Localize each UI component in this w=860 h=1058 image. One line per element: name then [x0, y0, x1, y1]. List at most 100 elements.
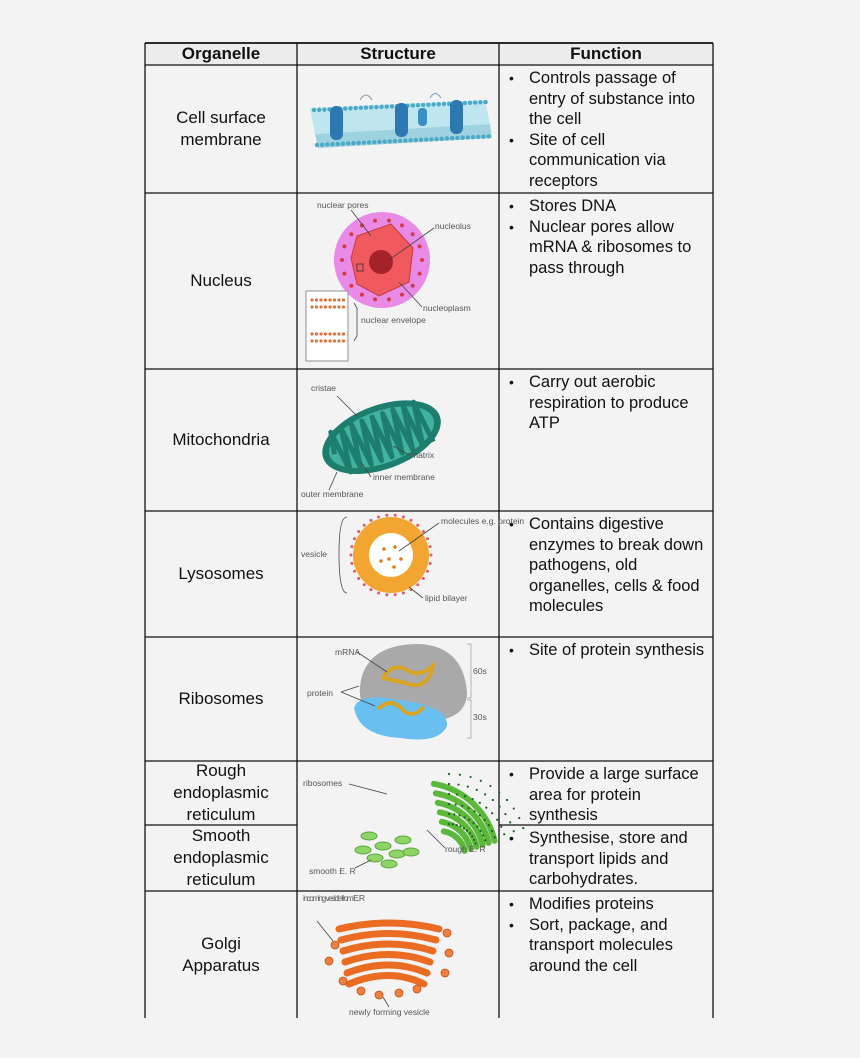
function-item: Sort, package, and transport molecules a… [499, 915, 705, 977]
ribosome-dot [491, 829, 494, 833]
cristae-shape [328, 399, 436, 475]
golgi-vesicle [442, 928, 452, 938]
rough-er-cisterna [432, 790, 492, 846]
lysosome-lumen [369, 533, 413, 577]
ribosome-dot [463, 816, 466, 819]
ribosome-dot [496, 818, 499, 821]
ribosome-dot [455, 793, 459, 796]
phospholipid-head [434, 136, 439, 142]
phospholipid-head [387, 139, 392, 144]
phospholipid-head [343, 106, 348, 111]
phospholipid-head [337, 332, 341, 336]
smooth-er-tubule [354, 845, 372, 855]
phospholipid-head [361, 140, 366, 145]
phospholipid-head [314, 332, 319, 336]
phospholipid-head [473, 100, 478, 105]
phospholipid-head [328, 298, 332, 302]
protein-dot [429, 553, 433, 557]
diagram-label: protein [307, 688, 333, 698]
function-cell: Provide a large surface area for protein… [499, 764, 705, 825]
leader-line [360, 461, 372, 478]
diagram-label: nuclear pores [317, 200, 369, 210]
ribosome-dot [500, 825, 503, 828]
function-item: Contains digestive enzymes to break down… [499, 514, 705, 617]
cell-membrane-diagram [310, 93, 492, 148]
leader-line [388, 227, 435, 261]
function-list: Modifies proteinsSort, package, and tran… [499, 894, 705, 976]
leader-line [316, 920, 334, 942]
protein-dot [362, 523, 366, 527]
phospholipid-head [418, 137, 424, 142]
ribosome-dot [485, 806, 488, 809]
phospholipid-head [366, 140, 372, 145]
phospholipid-head [353, 105, 358, 111]
function-item: Stores DNA [499, 196, 705, 217]
smooth-er-tubule [402, 847, 420, 857]
phospholipid-head [325, 142, 330, 147]
function-list: Stores DNANuclear pores allow mRNA & rib… [499, 196, 705, 278]
function-item: Nuclear pores allow mRNA & ribosomes to … [499, 217, 705, 279]
function-cell: Site of protein synthesis [499, 640, 705, 761]
protein-dot [357, 577, 361, 581]
phospholipid-head [481, 134, 486, 139]
ribosome-dot [340, 258, 344, 262]
phospholipid-head [341, 305, 346, 309]
protein-dot [377, 591, 381, 595]
function-list: Site of protein synthesis [499, 640, 705, 661]
phospholipid-head [319, 305, 323, 309]
diagram-label: nucleolus [435, 221, 471, 231]
ribosome-dot [349, 283, 354, 288]
golgi-cisterna [337, 930, 440, 944]
leader-line [336, 395, 358, 417]
diagram-label: vesicle [301, 549, 327, 559]
ribosome-dot [447, 792, 451, 796]
golgi-vesicle [356, 986, 366, 996]
organelle-name: Rough endoplasmic reticulum [173, 761, 269, 824]
phospholipid-head [408, 138, 413, 143]
rough-er-cisterna [438, 818, 474, 852]
ribosome-dot [491, 798, 494, 802]
ribosome-dot [483, 818, 486, 822]
diagram-label: 60s [473, 666, 487, 676]
diagram-label: cristae [311, 383, 336, 393]
phospholipid-head [332, 305, 337, 309]
diagram-label: outer membrane [301, 489, 364, 499]
organelle-name: Smooth endoplasmic reticulum [173, 826, 269, 889]
phospholipid-head [478, 100, 483, 105]
ribosome-dot [479, 779, 482, 782]
leader-line [354, 859, 372, 869]
subunit-bracket [467, 643, 472, 739]
function-cell: Modifies proteinsSort, package, and tran… [499, 894, 705, 1018]
protein-dot [428, 561, 432, 565]
phospholipid-head [314, 305, 319, 309]
ribosome-dot [373, 218, 378, 223]
ribosome-dot [417, 271, 422, 276]
ribosome-dot [457, 783, 460, 786]
leader-line [353, 302, 358, 342]
ribosome-dot [459, 825, 462, 828]
phospholipid-head [374, 104, 379, 110]
golgi-cisterna [341, 951, 434, 966]
enzyme-dot [387, 557, 391, 561]
ribosome-dot [505, 798, 509, 802]
ribosome-dot [512, 830, 515, 833]
ribosome-dot [509, 821, 512, 824]
function-list: Carry out aerobic respiration to produce… [499, 372, 705, 434]
phospholipid-head [341, 339, 346, 343]
smooth-er-tubule [360, 831, 378, 841]
ribosome-dot [451, 823, 455, 826]
organelle-name: Mitochondria [172, 430, 270, 449]
ribosome-dot [455, 823, 458, 827]
leader-line [356, 651, 388, 673]
phospholipid-head [337, 298, 341, 302]
phospholipid-head [332, 298, 337, 302]
enzyme-dot [393, 545, 397, 549]
phospholipid-head [476, 134, 481, 140]
ribosome-dot [468, 818, 471, 821]
golgi-cisterna [339, 940, 437, 955]
phospholipid-head [356, 140, 361, 146]
